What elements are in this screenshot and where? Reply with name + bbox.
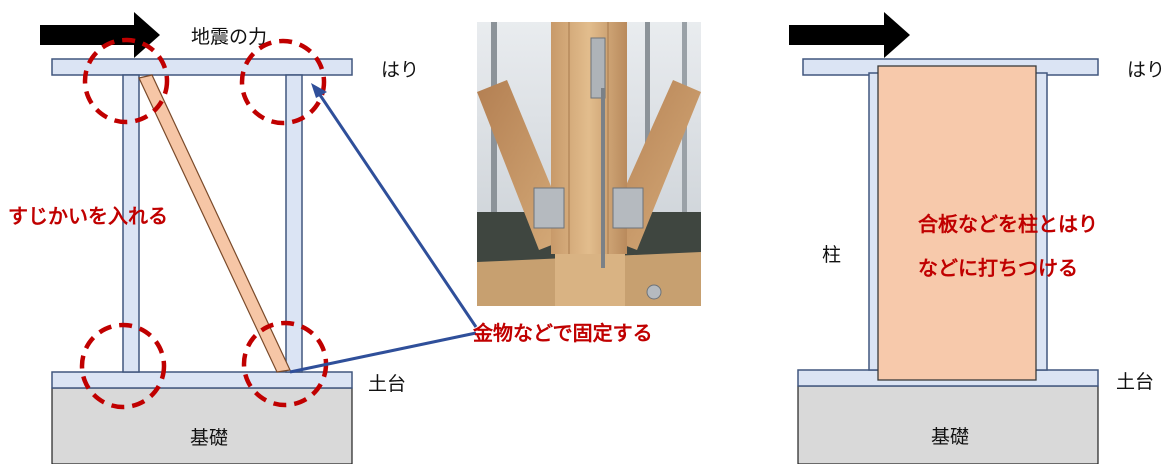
left-brace <box>138 74 291 373</box>
right-sill-label: 土台 <box>1116 371 1154 393</box>
left-force-label: 地震の力 <box>191 26 267 48</box>
right-beam-label: はり <box>1127 59 1165 81</box>
joint-hardware-photo <box>477 22 701 306</box>
left-post-left <box>122 74 140 373</box>
right-foundation-label: 基礎 <box>931 426 969 448</box>
left-sill-label: 土台 <box>368 373 406 395</box>
panel-annotation-line1: 合板などを柱とはり <box>918 212 1098 236</box>
metal-annotation: 金物などで固定する <box>472 321 653 345</box>
circle-top-left <box>82 37 170 125</box>
leader-lines <box>289 91 478 374</box>
circle-top-right <box>239 38 327 126</box>
left-force-arrow <box>40 12 160 58</box>
right-foundation <box>797 385 1099 464</box>
panel-annotation-line2: などに打ちつける <box>918 256 1078 280</box>
left-beam <box>51 58 353 76</box>
left-foundation-label: 基礎 <box>190 427 228 449</box>
photo-illustration <box>477 22 701 306</box>
right-column-label: 柱 <box>822 244 841 266</box>
left-beam-label: はり <box>381 59 419 81</box>
left-sill <box>51 371 353 389</box>
right-force-arrow <box>789 12 910 58</box>
leader-arrowhead <box>311 83 327 98</box>
brace-annotation: すじかいを入れる <box>8 204 168 228</box>
plywood-panel <box>877 65 1037 381</box>
right-diagram: 基礎 はり 土台 柱 合板などを柱とはり などに打ちつける <box>789 12 1165 464</box>
left-diagram: 基礎 地震の力 はり 土台 すじかいを入れる 金物などで固定する <box>8 12 653 464</box>
circle-bottom-left <box>79 322 167 410</box>
